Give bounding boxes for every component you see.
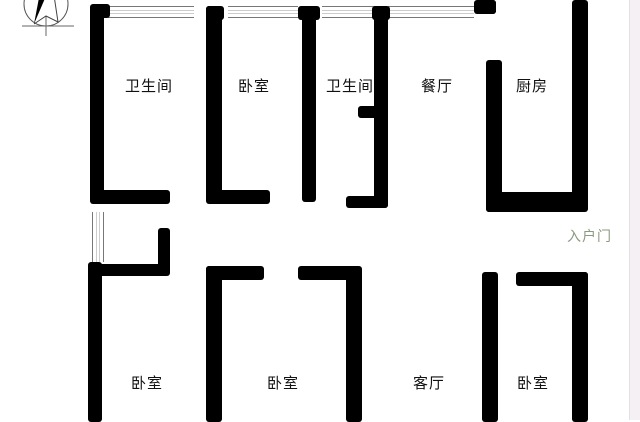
wall <box>206 6 222 202</box>
scroll-edge <box>629 0 640 420</box>
window-left <box>92 212 104 262</box>
wall <box>358 106 384 118</box>
wall <box>298 266 360 280</box>
room-label-bathroom-2: 卫生间 <box>326 77 375 95</box>
wall <box>486 60 502 212</box>
room-label-bedroom-bottom-middle: 卧室 <box>267 374 300 392</box>
room-label-dining: 餐厅 <box>421 77 454 95</box>
wall <box>158 228 170 272</box>
window-top-3 <box>322 6 376 18</box>
wall <box>346 196 388 208</box>
room-label-living: 客厅 <box>413 374 446 392</box>
wall <box>206 266 222 422</box>
wall <box>572 0 588 212</box>
wall <box>98 264 170 276</box>
wall <box>90 4 110 18</box>
room-label-kitchen: 厨房 <box>516 77 549 95</box>
wall <box>90 190 170 204</box>
window-top-1 <box>108 6 194 18</box>
wall <box>346 266 362 422</box>
wall <box>90 6 104 198</box>
entry-door-label: 入户门 <box>567 229 612 245</box>
room-label-bedroom-bottom-right: 卧室 <box>517 374 550 392</box>
room-label-bedroom-top: 卧室 <box>238 77 271 95</box>
window-top-2 <box>228 6 298 18</box>
wall <box>206 190 270 204</box>
wall <box>516 272 588 286</box>
window-top-4 <box>388 6 474 18</box>
wall <box>482 0 496 14</box>
wall <box>572 272 588 422</box>
wall <box>302 6 316 202</box>
wall <box>482 272 498 422</box>
wall <box>486 192 586 212</box>
wall <box>88 262 102 422</box>
north-arrow-compass-icon <box>22 0 74 36</box>
room-label-bathroom-1: 卫生间 <box>125 77 174 95</box>
room-label-bedroom-bottom-left: 卧室 <box>131 374 164 392</box>
